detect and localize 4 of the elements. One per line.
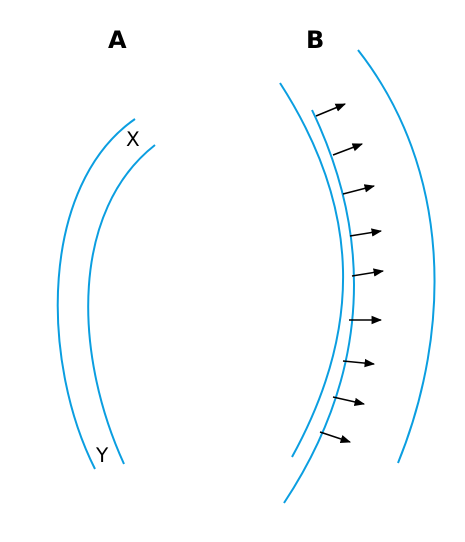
panel-label: B — [306, 28, 324, 52]
point-label: Y — [96, 445, 108, 465]
point-label: X — [126, 129, 140, 149]
panel-label: A — [108, 28, 127, 52]
